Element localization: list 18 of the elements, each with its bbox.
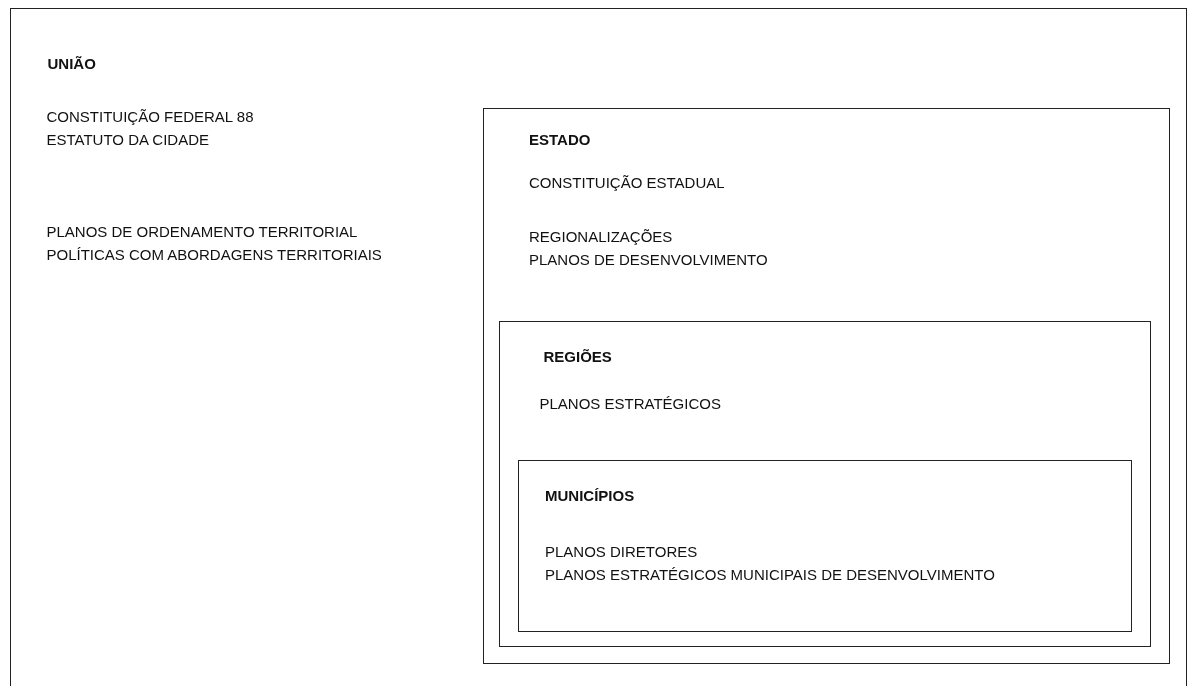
instrument-item: PLANOS DE ORDENAMENTO TERRITORIAL: [46, 222, 358, 241]
instrument-item: CONSTITUIÇÃO FEDERAL 88: [46, 107, 254, 126]
instrument-item: ESTATUTO DA CIDADE: [46, 130, 210, 149]
instrument-item: PLANOS ESTRATÉGICOS MUNICIPAIS DE DESENVOLVIMENTO: [545, 566, 995, 584]
level-heading: REGIÕES: [543, 347, 612, 366]
instrument-item: PLANOS DIRETORES: [545, 543, 698, 561]
level-box: [482, 107, 1170, 664]
instrument-item: PLANOS DE DESENVOLVIMENTO: [529, 251, 768, 269]
instrument-item: PLANOS ESTRATÉGICOS: [539, 394, 721, 413]
level-heading: MUNICÍPIOS: [545, 487, 635, 505]
instrument-item: REGIONALIZAÇÕES: [529, 228, 673, 246]
instrument-item: POLÍTICAS COM ABORDAGENS TERRITORIAIS: [46, 245, 382, 264]
level-heading: ESTADO: [529, 131, 591, 149]
level-box: [517, 459, 1132, 632]
instrument-item: CONSTITUIÇÃO ESTADUAL: [529, 174, 725, 192]
level-heading: UNIÃO: [47, 54, 96, 73]
level-box: [10, 8, 1187, 686]
level-box: [499, 321, 1151, 647]
